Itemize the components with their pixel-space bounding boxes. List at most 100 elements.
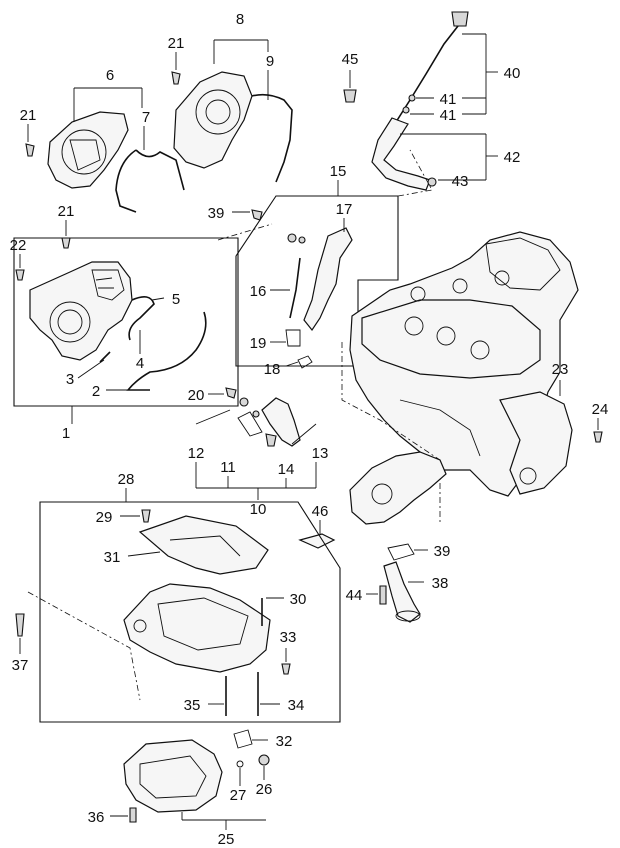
oil-pump-group (298, 451, 447, 623)
bracket-17 (303, 227, 353, 332)
seal-5 (128, 296, 155, 341)
callout-5: 5 (172, 291, 180, 308)
rear-plate-hole (519, 467, 537, 485)
callout-41-upper: 41 (440, 91, 457, 108)
group-box-1 (13, 237, 239, 407)
callout-36: 36 (88, 809, 105, 826)
callout-41-lower: 41 (440, 107, 457, 124)
bolt-24 (593, 431, 603, 443)
washer-11 (239, 397, 249, 407)
callout-43: 43 (452, 173, 469, 190)
cover-32 (233, 729, 253, 749)
bolt-36 (129, 807, 137, 823)
callout-34: 34 (288, 697, 305, 714)
port-1 (404, 316, 424, 336)
idler-group-10 (195, 387, 317, 500)
callout-32: 32 (276, 733, 293, 750)
callout-24: 24 (592, 401, 609, 418)
o-ring-43 (427, 177, 437, 187)
cover-opening (49, 301, 91, 343)
callout-29: 29 (96, 509, 113, 526)
washer-27 (236, 760, 244, 768)
centerline-tensioner (217, 149, 433, 241)
bolt-hole-1 (410, 286, 426, 302)
callout-40: 40 (504, 65, 521, 82)
callout-10: 10 (250, 501, 267, 518)
upper-timing-cover-right (173, 71, 253, 169)
callout-8: 8 (236, 11, 244, 28)
callout-6: 6 (106, 67, 114, 84)
cover-right-opening-inner (205, 99, 231, 125)
block-edge (399, 399, 481, 457)
callout-2: 2 (92, 383, 100, 400)
cover-opening-inner (57, 309, 83, 335)
baffle-plate-31 (138, 515, 269, 575)
bolt-29 (141, 509, 151, 523)
callout-45: 45 (342, 51, 359, 68)
oil-pan-upper-group-28 (27, 488, 341, 723)
washer (287, 233, 297, 243)
bolt-33 (281, 663, 291, 675)
spacer-19 (285, 329, 301, 347)
o-ring-41b (402, 106, 410, 114)
head-upper (485, 237, 561, 291)
bolt-20 (225, 387, 237, 399)
callout-21-mid: 21 (58, 203, 75, 220)
bolt-hole-2 (452, 278, 468, 294)
dipstick-handle (451, 11, 469, 27)
plate-12 (237, 411, 263, 437)
strainer-screen (395, 610, 421, 622)
bolt-14 (265, 433, 277, 447)
callout-9: 9 (266, 53, 274, 70)
callout-25: 25 (218, 831, 235, 848)
upper-cover-right-group (173, 39, 293, 183)
callout-20: 20 (188, 387, 205, 404)
callout-labels: 1 2 3 4 5 6 7 8 9 10 11 12 13 14 15 16 1… (10, 11, 609, 848)
port-3 (470, 340, 490, 360)
bolt-21-left (25, 143, 35, 157)
cover-rib-lines (95, 277, 114, 289)
callout-21-top: 21 (168, 35, 185, 52)
dipstick-tube-42 (371, 117, 431, 191)
group-box-28 (39, 501, 341, 723)
cover-right-opening (195, 89, 241, 135)
pump-rotor (371, 483, 393, 505)
bolt-37-group (15, 613, 25, 654)
centerline-pan (27, 591, 141, 701)
callout-39-upper: 39 (208, 205, 225, 222)
group-box-15 (235, 195, 399, 367)
bolt-22 (15, 269, 25, 281)
bolt-44 (379, 585, 387, 605)
baffle-rib (169, 535, 241, 557)
cylinder-head (361, 299, 541, 379)
callout-31: 31 (104, 549, 121, 566)
lower-timing-cover-group (13, 237, 239, 424)
callout-33: 33 (280, 629, 297, 646)
nut-11 (252, 410, 260, 418)
callout-4: 4 (136, 355, 144, 372)
callout-1: 1 (62, 425, 70, 442)
cover-left-rib (69, 139, 101, 171)
callout-16: 16 (250, 283, 267, 300)
lower-oil-pan-group (110, 729, 270, 830)
callout-17: 17 (336, 201, 353, 218)
callout-42: 42 (504, 149, 521, 166)
callout-46: 46 (312, 503, 329, 520)
bolts-upper-left (15, 52, 181, 281)
cover-rib (91, 269, 125, 301)
callout-11: 11 (220, 459, 236, 476)
upper-oil-pan (123, 583, 271, 673)
centerline-oil-pump (341, 342, 441, 522)
callout-30: 30 (290, 591, 307, 608)
leader-13-top (291, 423, 317, 445)
rear-plate (499, 391, 573, 495)
callout-19: 19 (250, 335, 267, 352)
callout-35: 35 (184, 697, 201, 714)
spacer-18 (297, 355, 313, 369)
callout-23: 23 (552, 361, 569, 378)
callout-26: 26 (256, 781, 273, 798)
bolt-45 (343, 89, 357, 103)
oil-strainer-38 (383, 561, 421, 623)
rod-16 (289, 257, 301, 319)
drain-plug-26 (258, 754, 270, 766)
